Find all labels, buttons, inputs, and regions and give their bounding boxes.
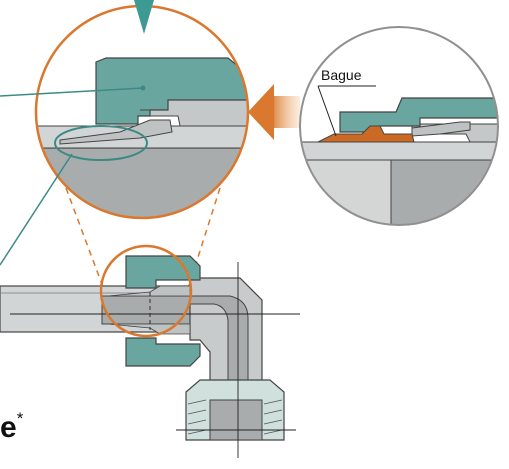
right-magnified-circle: Bague bbox=[299, 26, 499, 226]
ring-leader-line bbox=[317, 85, 337, 137]
left-body-lower bbox=[36, 148, 248, 218]
detail-circle-small bbox=[99, 244, 193, 338]
cut-off-heading: e* bbox=[0, 409, 24, 444]
down-arrow-icon bbox=[134, 0, 154, 34]
elbow-assembly bbox=[0, 244, 300, 458]
nut-lower bbox=[125, 337, 201, 367]
right-tube bbox=[300, 141, 498, 161]
left-arrow-icon bbox=[248, 84, 300, 140]
leader-line-upper bbox=[0, 87, 144, 97]
right-circle-border bbox=[299, 26, 499, 226]
nut-upper bbox=[125, 255, 201, 289]
ring-part bbox=[317, 125, 415, 143]
detail-ellipse bbox=[54, 125, 148, 161]
left-magnified-circle bbox=[34, 4, 250, 220]
leader-line-lower bbox=[0, 153, 73, 266]
ring-label: Bague bbox=[321, 67, 362, 83]
left-ferrule bbox=[59, 119, 173, 145]
zoom-line-left bbox=[65, 187, 107, 296]
